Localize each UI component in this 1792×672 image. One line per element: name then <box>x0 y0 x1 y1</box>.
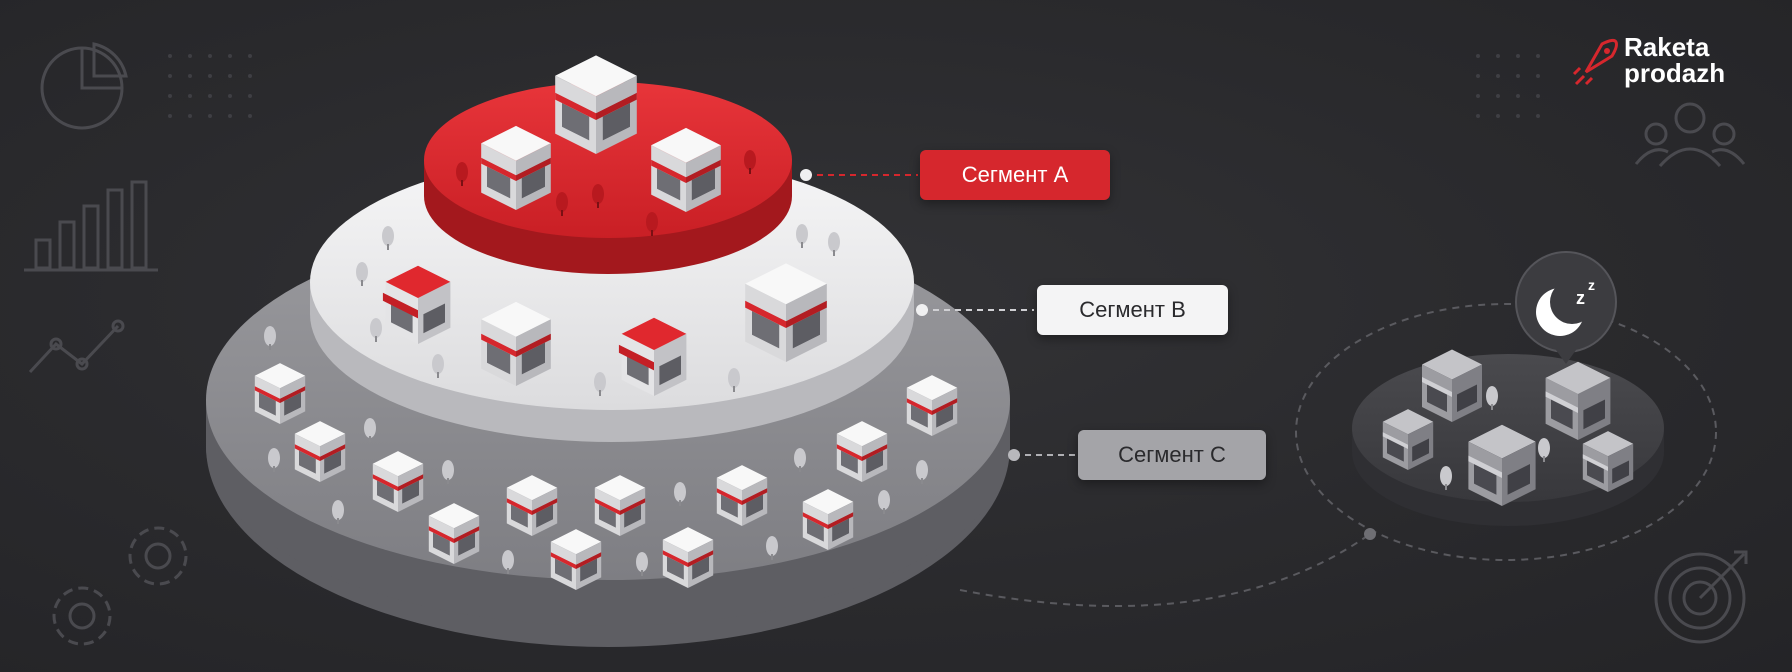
svg-text:z: z <box>1588 277 1595 293</box>
bar-chart-icon <box>24 180 158 272</box>
brand-name-line1: Raketa <box>1624 32 1710 62</box>
target-icon <box>1654 550 1748 644</box>
dot-grid-left <box>168 54 252 118</box>
segment-b-label: Сегмент В <box>1037 285 1228 335</box>
gear-icon <box>52 526 188 646</box>
orbit-dot <box>1364 528 1376 540</box>
connector-dot-c <box>1008 449 1020 461</box>
brand-name: Raketa prodazh <box>1624 34 1725 86</box>
svg-text:z: z <box>1576 288 1585 308</box>
line-chart-icon <box>28 319 125 374</box>
connector-dot-a <box>800 169 812 181</box>
inactive-group-orbit <box>959 303 1717 607</box>
brand-logo: Raketa prodazh <box>1572 32 1762 92</box>
brand-name-line2: prodazh <box>1624 58 1726 88</box>
pie-chart-icon <box>40 42 128 130</box>
sleep-moon-icon: z z <box>1515 251 1617 364</box>
connector-dot-b <box>916 304 928 316</box>
dot-grid-right <box>1476 54 1540 118</box>
users-icon <box>1634 102 1746 167</box>
rocket-icon <box>1572 38 1618 86</box>
segment-connectors <box>806 174 1076 456</box>
segment-a-label: Сегмент А <box>920 150 1110 200</box>
segment-c-label: Сегмент С <box>1078 430 1266 480</box>
